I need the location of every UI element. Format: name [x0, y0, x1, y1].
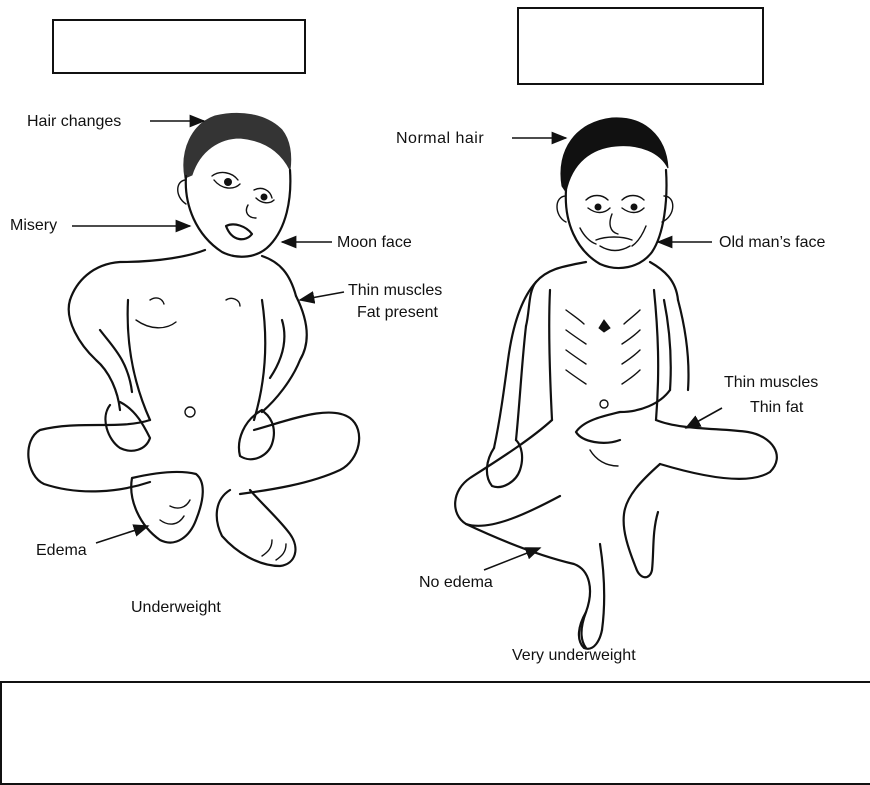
caption-underweight: Underweight	[131, 598, 221, 617]
left-child-figure	[28, 113, 359, 566]
left-child-legs	[28, 413, 359, 494]
label-moon-face: Moon face	[337, 233, 412, 252]
label-old-mans-face: Old man’s face	[719, 233, 825, 252]
label-thin-muscles-left: Thin muscles	[348, 281, 442, 300]
label-misery: Misery	[10, 216, 57, 235]
label-edema: Edema	[36, 541, 87, 560]
label-fat-present: Fat present	[357, 303, 438, 322]
label-thin-muscles-right: Thin muscles	[724, 373, 818, 392]
label-thin-fat: Thin fat	[750, 398, 803, 417]
caption-very-underweight: Very underweight	[512, 646, 636, 665]
left-child-torso	[70, 250, 296, 300]
label-normal-hair: Normal hair	[396, 129, 484, 148]
label-hair-changes: Hair changes	[27, 112, 121, 131]
label-arrows	[72, 121, 722, 570]
label-no-edema: No edema	[419, 573, 493, 592]
right-child-head	[566, 170, 667, 268]
left-child-head	[186, 170, 291, 257]
right-child-hair	[561, 118, 668, 192]
left-child-hair	[184, 113, 291, 178]
right-child-legs	[455, 420, 777, 526]
